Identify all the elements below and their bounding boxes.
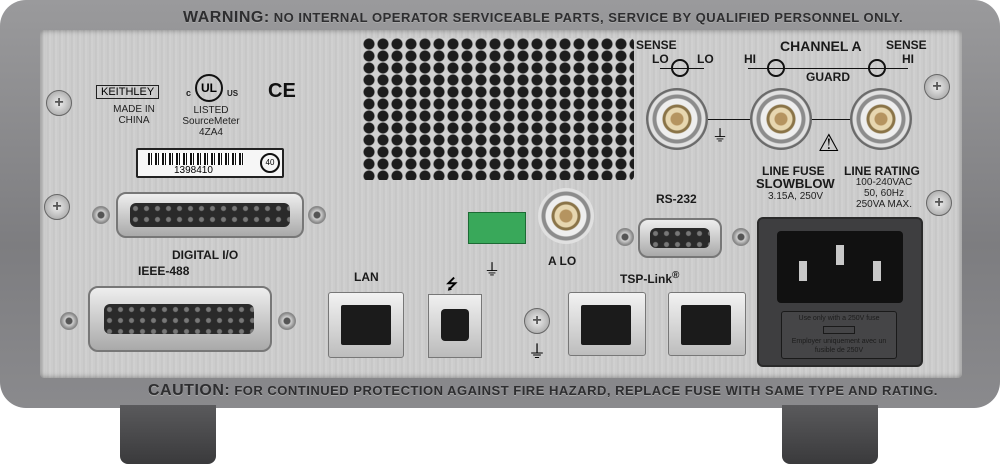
- right-foot: [782, 405, 878, 464]
- keithley-logo: KEITHLEY: [96, 85, 160, 99]
- left-foot: [120, 405, 216, 464]
- caution-text: CAUTION: FOR CONTINUED PROTECTION AGAINS…: [148, 382, 938, 399]
- fuse-type: SLOWBLOW: [756, 176, 835, 191]
- lo-label: LO: [697, 52, 714, 66]
- digital-io-port[interactable]: [116, 192, 304, 238]
- iec-power-socket[interactable]: [777, 231, 903, 303]
- channel-a-title: CHANNEL A: [780, 38, 862, 54]
- tsp-link-port-1[interactable]: [568, 292, 646, 356]
- ul-logo: UL: [195, 74, 223, 102]
- hi-symbol-icon: [767, 59, 785, 77]
- a-lo-label: A LO: [548, 254, 577, 268]
- ieee-488-port[interactable]: [88, 286, 272, 352]
- a-lo-bnc-connector[interactable]: [538, 188, 594, 244]
- sense-hi-label: SENSE: [886, 38, 927, 52]
- rs232-port[interactable]: [638, 218, 722, 258]
- hi-label: HI: [902, 52, 914, 66]
- line-rating-title: LINE RATING: [844, 164, 920, 178]
- chassis-ground-icon: ⏚: [528, 342, 546, 362]
- hi-triax-connector[interactable]: [750, 88, 812, 150]
- fuse-note: Use only with a 250V fuse: [798, 315, 880, 322]
- warning-triangle-icon: ⚠: [818, 130, 840, 157]
- hi-label: HI: [744, 52, 756, 66]
- fuse-note-fr: Employer uniquement avec un fusible de 2…: [791, 338, 887, 354]
- ground-symbol-icon: ⏚: [712, 128, 729, 145]
- standoff: [308, 206, 326, 224]
- standoff: [60, 312, 78, 330]
- sense-hi-triax-connector[interactable]: [850, 88, 912, 150]
- made-in-label: MADE IN CHINA: [113, 104, 155, 126]
- power-inlet-module[interactable]: Use only with a 250V fuse Employer uniqu…: [757, 217, 923, 367]
- sense-lo-symbol-icon: [671, 59, 689, 77]
- guard-label: GUARD: [806, 70, 850, 84]
- ieee-488-label: IEEE-488: [138, 264, 190, 278]
- line-fuse-title: LINE FUSE: [762, 164, 825, 178]
- interlock-terminal-block[interactable]: [468, 212, 526, 244]
- ground-screw-icon: +: [524, 308, 550, 334]
- fuse-rating: 3.15A, 250V: [768, 191, 824, 202]
- ul-c: c: [186, 88, 192, 98]
- sense-hi-symbol-icon: [868, 59, 886, 77]
- digital-io-label: DIGITAL I/O: [172, 248, 239, 262]
- ce-mark: CE: [268, 80, 296, 102]
- fan-vent: [362, 38, 634, 180]
- lan-port[interactable]: [328, 292, 404, 358]
- barcode: [148, 153, 244, 165]
- ground-symbol-icon: ⏚: [484, 262, 501, 279]
- standoff: [278, 312, 296, 330]
- usb-b-port[interactable]: [428, 294, 482, 358]
- serial-number: 1398410: [174, 165, 213, 176]
- screw-icon: +: [46, 90, 72, 116]
- fuse-icon: [823, 326, 855, 334]
- rs232-label: RS-232: [656, 192, 697, 206]
- standoff: [616, 228, 634, 246]
- screw-icon: +: [924, 74, 950, 100]
- efup-40-badge: 40: [260, 153, 280, 173]
- ul-us: US: [227, 89, 239, 98]
- standoff: [732, 228, 750, 246]
- lan-label: LAN: [354, 270, 379, 284]
- usb-icon: ⭍: [446, 276, 458, 292]
- lo-label: LO: [652, 52, 669, 66]
- screw-icon: +: [44, 194, 70, 220]
- tsp-link-port-2[interactable]: [668, 292, 746, 356]
- sense-lo-triax-connector[interactable]: [646, 88, 708, 150]
- fuse-drawer[interactable]: Use only with a 250V fuse Employer uniqu…: [781, 311, 897, 359]
- standoff: [92, 206, 110, 224]
- sense-lo-label: SENSE: [636, 38, 677, 52]
- warning-text: WARNING: NO INTERNAL OPERATOR SERVICEABL…: [183, 9, 904, 26]
- serial-label: 1398410 40: [136, 148, 284, 178]
- screw-icon: +: [926, 190, 952, 216]
- tsp-link-label: TSP-Link®: [620, 270, 680, 286]
